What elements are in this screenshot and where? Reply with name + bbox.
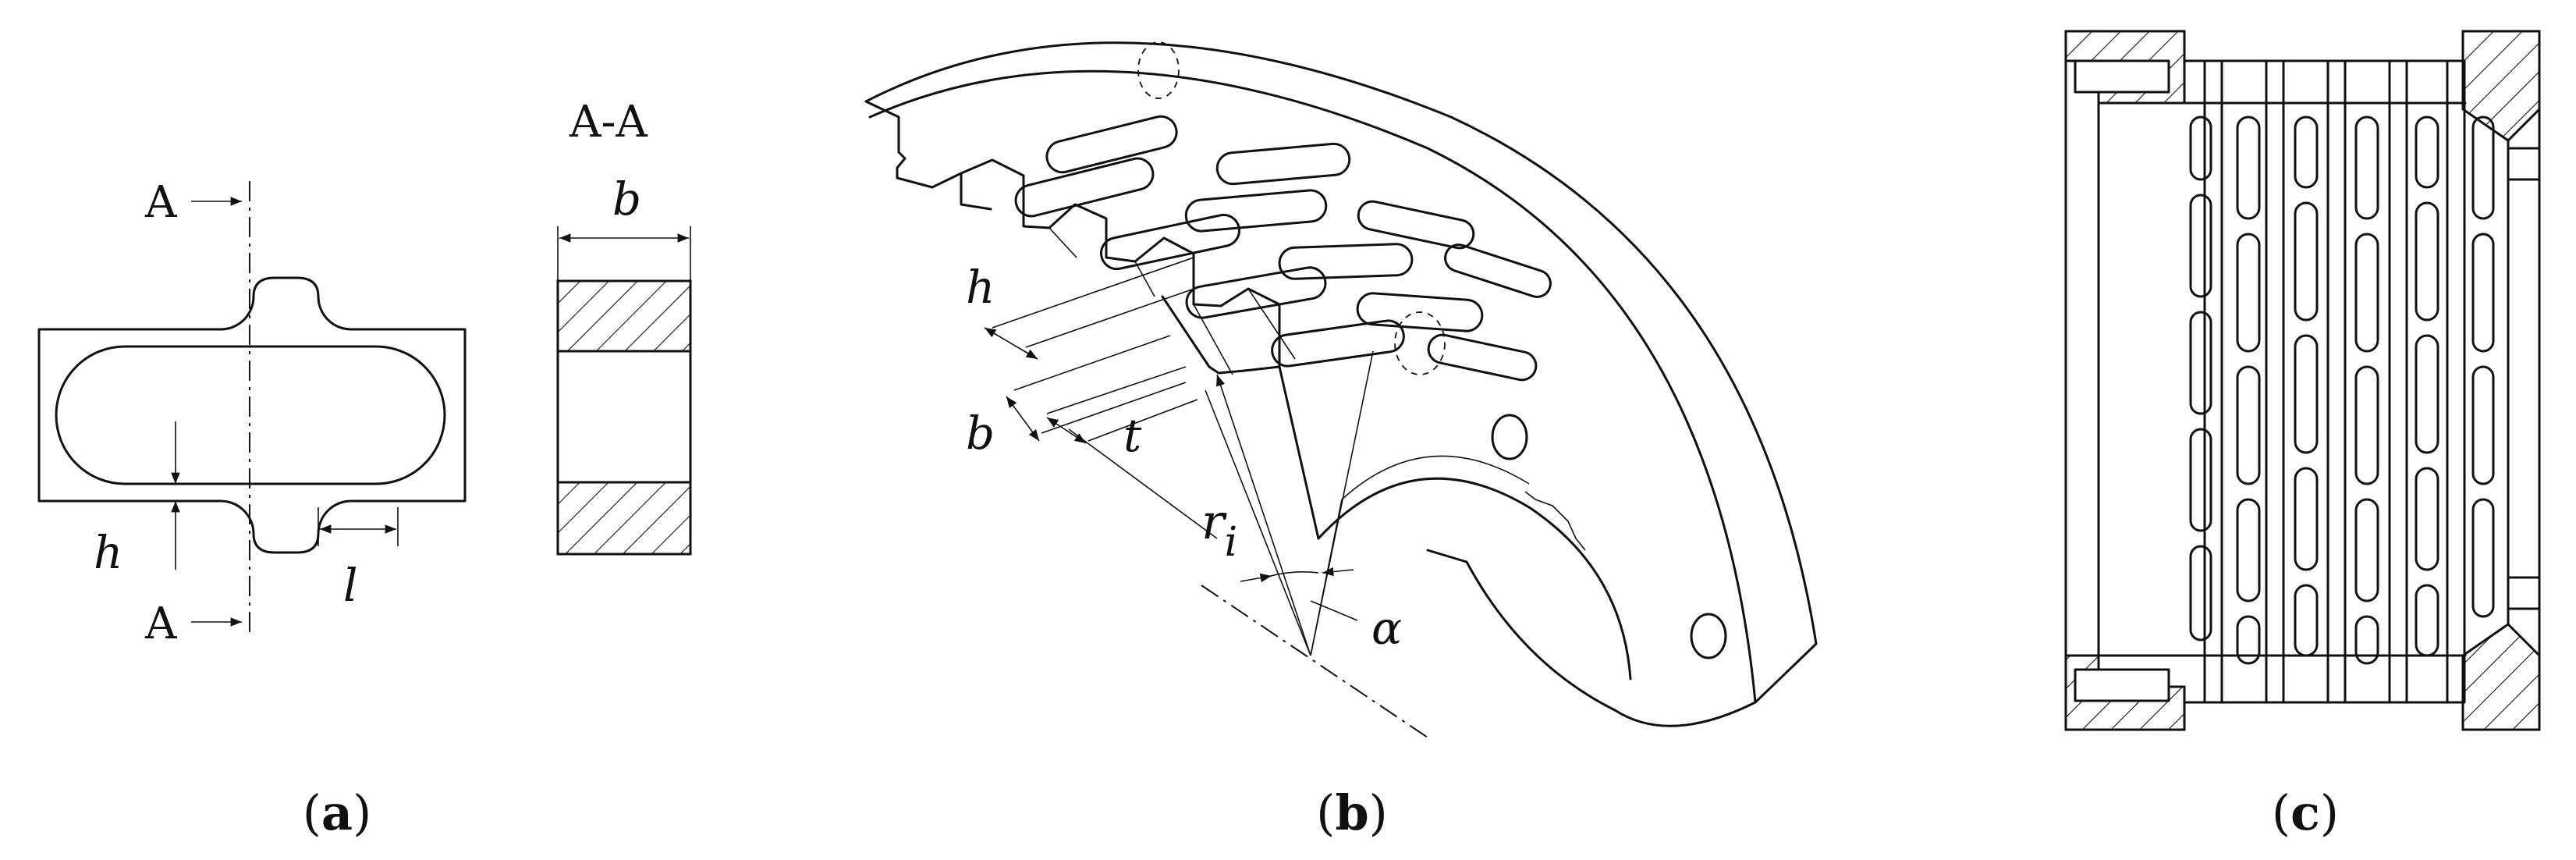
slot-grid [2189,115,2495,665]
ring-left-rib [960,158,1281,368]
ring-outer-lower-edge [868,69,1757,704]
inner-teeth [1524,491,1586,551]
dim-l-label: l [343,559,358,612]
hole-front-1 [1491,414,1528,460]
panel-c: (c) [2064,30,2541,841]
radius-line [1216,374,1311,656]
caption-b: (b) [1316,784,1388,841]
cylinder-outline [2064,30,2541,731]
alpha-arrow-1 [1240,573,1272,583]
alpha-arc [1265,571,1319,578]
right-port-top [2507,147,2541,181]
slot-outline [55,345,446,485]
ring-inner-bore [1317,477,1632,681]
section-hatch-top [556,279,692,353]
bottom-right-hatch [2461,623,2541,731]
dim-t-label: t [1123,409,1142,462]
flexure-outline [37,276,467,554]
ring-outer-top-edge [864,41,1818,645]
caption-c: (c) [2272,784,2339,841]
axis-centerline [1201,585,1428,738]
caption-a: (a) [303,784,372,841]
b-ext-1 [1013,335,1171,391]
right-port-bottom [2507,576,2541,610]
panel-b: h b t ri α (b) [864,41,1818,841]
dim-alpha-label: α [1371,602,1402,655]
alpha-leader [1310,600,1358,621]
dim-r-label: ri [1201,493,1237,566]
dim-h-label: h [94,526,122,579]
ring-end-face [1426,549,1818,727]
ring-left-profile [864,100,992,211]
panel-a: A A h l A-A b (a) [37,97,692,841]
b-dimension-line-b [1006,396,1040,442]
alpha-ray-1 [1205,389,1311,656]
dim-b-label-b: b [966,407,995,460]
alpha-ray-3 [1310,499,1343,656]
bolt-hole-bottom [2074,668,2170,702]
hole-front-2 [1690,613,1727,659]
h-ext-2 [1025,284,1206,348]
t-ext-1 [1046,366,1187,414]
radius-leader [1068,428,1218,539]
hole-top [1137,41,1180,99]
dim-h-label-b: h [966,261,995,314]
section-hatch-bottom [556,481,692,556]
hole-side-dashed [1394,311,1446,375]
section-label-top: A [144,177,177,228]
section-label-bottom: A [144,599,177,649]
ring-inner-bore-edge [1341,455,1530,500]
alpha-arrow-2 [1322,567,1354,577]
h-dimension-line [984,327,1038,360]
top-right-hatch [2461,30,2541,142]
bolt-hole-top [2074,59,2170,94]
t-dimension-line [1046,417,1087,444]
h-ext-1 [992,257,1194,329]
section-view-title: A-A [569,97,648,147]
slot-pattern [1014,115,1552,382]
t-ext-2 [1088,399,1198,442]
dim-b-label: b [612,172,641,226]
ring-front-face-edge [1048,227,1296,375]
ring-columns [2203,59,2466,704]
